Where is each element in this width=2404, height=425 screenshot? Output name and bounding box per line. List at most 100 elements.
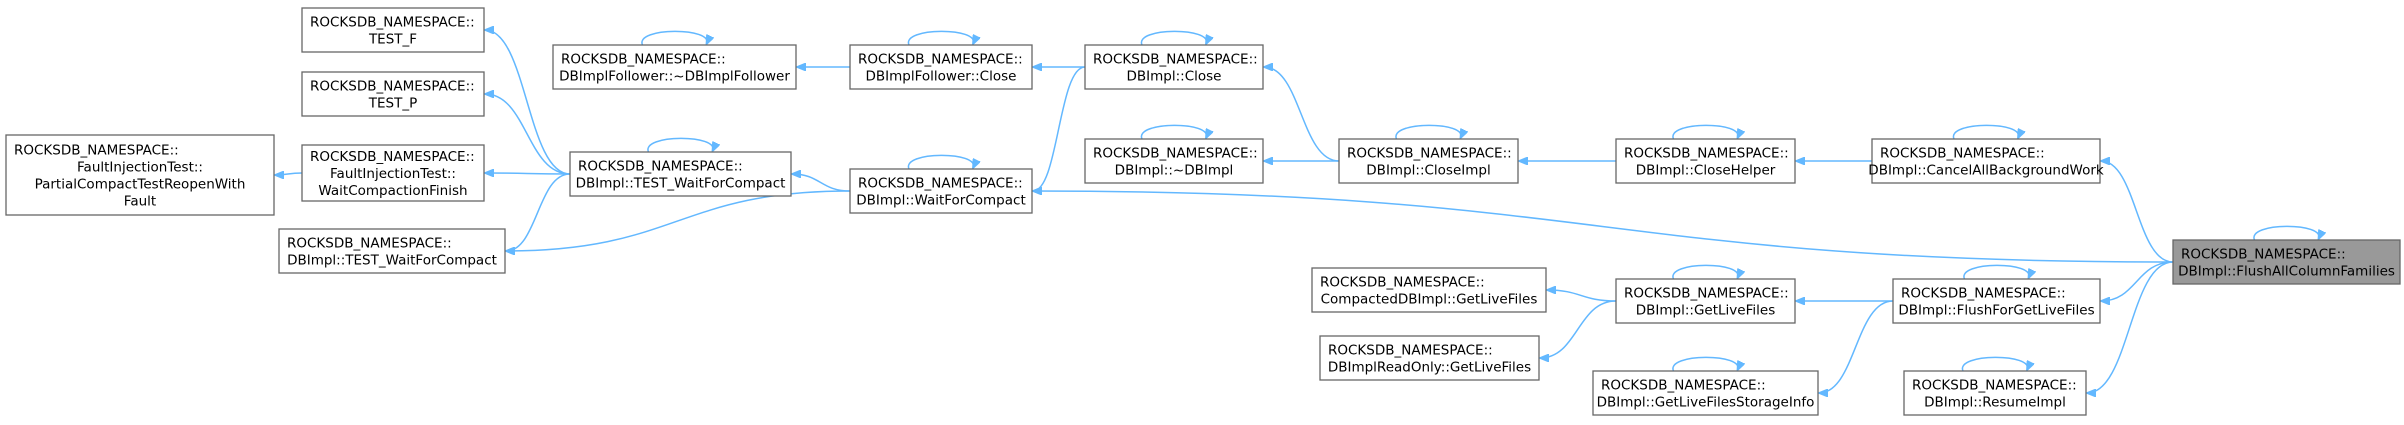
node-close_impl[interactable]: ROCKSDB_NAMESPACE::DBImpl::CloseImpl <box>1338 138 1519 184</box>
node-label-line: DBImpl::CloseImpl <box>1366 163 1490 179</box>
node-flush_all_column_families[interactable]: ROCKSDB_NAMESPACE::DBImpl::FlushAllColum… <box>2172 239 2401 285</box>
node-label-line: ROCKSDB_NAMESPACE:: <box>1912 378 2077 394</box>
node-box <box>1903 370 2087 416</box>
node-label-line: FaultInjectionTest:: <box>77 160 203 176</box>
node-dbimpl_dtor[interactable]: ROCKSDB_NAMESPACE::DBImpl::~DBImpl <box>1084 138 1264 184</box>
edge-wait_for_compact-to-test_wait_for_compact <box>792 174 851 192</box>
node-label-line: DBImpl::~DBImpl <box>1115 163 1234 179</box>
self-loop-get_live_files <box>1672 264 1738 279</box>
self-loop-dbimpl_dtor <box>1141 124 1206 139</box>
node-label-line: DBImpl::CancelAllBackgroundWork <box>1868 163 2104 179</box>
node-dbimpl_close[interactable]: ROCKSDB_NAMESPACE::DBImpl::Close <box>1084 44 1264 90</box>
node-box <box>1311 267 1547 313</box>
edge-wait_compaction_finish-to-partial_compact <box>275 173 303 175</box>
node-resume_impl[interactable]: ROCKSDB_NAMESPACE::DBImpl::ResumeImpl <box>1903 370 2087 416</box>
node-label-line: CompactedDBImpl::GetLiveFiles <box>1321 292 1538 308</box>
node-label-line: ROCKSDB_NAMESPACE:: <box>858 52 1023 68</box>
self-loop-close_helper <box>1672 124 1738 139</box>
node-box <box>1592 370 1819 416</box>
node-box <box>1871 138 2101 184</box>
node-label-line: ROCKSDB_NAMESPACE:: <box>14 143 179 159</box>
node-label-line: ROCKSDB_NAMESPACE:: <box>578 159 743 175</box>
node-close_helper[interactable]: ROCKSDB_NAMESPACE::DBImpl::CloseHelper <box>1615 138 1796 184</box>
node-partial_compact[interactable]: ROCKSDB_NAMESPACE::FaultInjectionTest::P… <box>5 134 275 216</box>
edge-test_wait_for_compact-to-dbimpl_test_wait_for_compact <box>506 173 571 251</box>
node-label-line: ROCKSDB_NAMESPACE:: <box>1328 343 1493 359</box>
node-dbimplfollower_dtor[interactable]: ROCKSDB_NAMESPACE::DBImplFollower::~DBIm… <box>552 44 797 90</box>
node-label-line: ROCKSDB_NAMESPACE:: <box>1624 146 1789 162</box>
self-loop-resume_impl <box>1962 356 2027 371</box>
edge-test_wait_for_compact-to-test_p <box>485 94 571 175</box>
node-wait_compaction_finish[interactable]: ROCKSDB_NAMESPACE::FaultInjectionTest::W… <box>301 144 485 202</box>
self-loop-flush_all_column_families <box>2253 225 2319 240</box>
node-box <box>278 228 506 274</box>
node-label-line: ROCKSDB_NAMESPACE:: <box>561 52 726 68</box>
node-test_p[interactable]: ROCKSDB_NAMESPACE::TEST_P <box>301 71 485 117</box>
self-loop-dbimplfollower_dtor <box>641 30 707 45</box>
node-readonly_get_live_files[interactable]: ROCKSDB_NAMESPACE::DBImplReadOnly::GetLi… <box>1319 335 1540 381</box>
node-label-line: FaultInjectionTest:: <box>330 166 456 182</box>
edge-test_wait_for_compact-to-wait_compaction_finish <box>485 173 571 174</box>
node-box <box>1892 278 2101 324</box>
self-loop-dbimplfollower_close <box>908 30 973 45</box>
node-box <box>1319 335 1540 381</box>
node-label-line: DBImpl::TEST_WaitForCompact <box>287 253 497 269</box>
node-label-line: DBImplFollower::Close <box>866 69 1017 85</box>
edge-flush_all_column_families-to-cancel_all_bg <box>2101 161 2174 263</box>
edge-dbimpl_close-to-wait_for_compact <box>1033 66 1086 191</box>
node-cancel_all_bg[interactable]: ROCKSDB_NAMESPACE::DBImpl::CancelAllBack… <box>1868 138 2104 184</box>
node-box <box>1084 44 1264 90</box>
edge-get_live_files-to-compacted_get_live_files <box>1547 290 1617 302</box>
node-flush_for_get_live_files[interactable]: ROCKSDB_NAMESPACE::DBImpl::FlushForGetLi… <box>1892 278 2101 324</box>
edge-test_wait_for_compact-to-test_f <box>485 30 571 175</box>
node-label-line: ROCKSDB_NAMESPACE:: <box>1093 146 1258 162</box>
edge-wait_for_compact-to-dbimpl_test_wait_for_compact <box>506 190 851 251</box>
node-compacted_get_live_files[interactable]: ROCKSDB_NAMESPACE::CompactedDBImpl::GetL… <box>1311 267 1547 313</box>
edge-flush_for_get_live_files-to-get_live_files_storage_info <box>1819 300 1894 393</box>
node-label-line: DBImpl::GetLiveFiles <box>1636 303 1775 319</box>
node-get_live_files_storage_info[interactable]: ROCKSDB_NAMESPACE::DBImpl::GetLiveFilesS… <box>1592 370 1819 416</box>
node-dbimplfollower_close[interactable]: ROCKSDB_NAMESPACE::DBImplFollower::Close <box>849 44 1033 90</box>
node-box <box>569 151 792 197</box>
node-label-line: ROCKSDB_NAMESPACE:: <box>1093 52 1258 68</box>
node-label-line: ROCKSDB_NAMESPACE:: <box>310 79 475 95</box>
node-box <box>301 7 485 53</box>
edge-flush_all_column_families-to-resume_impl <box>2087 261 2174 393</box>
node-box <box>1338 138 1519 184</box>
node-box <box>2172 239 2401 285</box>
node-box <box>849 44 1033 90</box>
node-label-line: ROCKSDB_NAMESPACE:: <box>287 236 452 252</box>
node-label-line: DBImpl::CloseHelper <box>1636 163 1776 179</box>
node-label-line: ROCKSDB_NAMESPACE:: <box>1347 146 1512 162</box>
node-label-line: DBImplFollower::~DBImplFollower <box>559 69 790 85</box>
node-box <box>849 168 1033 214</box>
node-label-line: ROCKSDB_NAMESPACE:: <box>310 149 475 165</box>
edge-flush_all_column_families-to-wait_for_compact <box>1033 191 2174 263</box>
self-loop-get_live_files_storage_info <box>1672 356 1738 371</box>
node-label-line: ROCKSDB_NAMESPACE:: <box>1880 146 2045 162</box>
edge-flush_all_column_families-to-flush_for_get_live_files <box>2101 261 2174 301</box>
node-label-line: TEST_P <box>368 96 417 112</box>
self-loop-dbimpl_close <box>1141 30 1206 45</box>
node-wait_for_compact[interactable]: ROCKSDB_NAMESPACE::DBImpl::WaitForCompac… <box>849 168 1033 214</box>
node-get_live_files[interactable]: ROCKSDB_NAMESPACE::DBImpl::GetLiveFiles <box>1615 278 1796 324</box>
node-label-line: DBImpl::WaitForCompact <box>856 193 1026 209</box>
node-label-line: PartialCompactTestReopenWith <box>35 177 246 193</box>
node-box <box>552 44 797 90</box>
node-dbimpl_test_wait_for_compact[interactable]: ROCKSDB_NAMESPACE::DBImpl::TEST_WaitForC… <box>278 228 506 274</box>
self-loop-cancel_all_bg <box>1953 124 2018 139</box>
node-test_wait_for_compact[interactable]: ROCKSDB_NAMESPACE::DBImpl::TEST_WaitForC… <box>569 151 792 197</box>
node-label-line: DBImpl::GetLiveFilesStorageInfo <box>1597 395 1815 411</box>
node-label-line: ROCKSDB_NAMESPACE:: <box>1320 275 1485 291</box>
nodes-layer: ROCKSDB_NAMESPACE::TEST_FROCKSDB_NAMESPA… <box>5 7 2401 416</box>
node-label-line: ROCKSDB_NAMESPACE:: <box>1901 286 2066 302</box>
node-test_f[interactable]: ROCKSDB_NAMESPACE::TEST_F <box>301 7 485 53</box>
node-label-line: ROCKSDB_NAMESPACE:: <box>1601 378 1766 394</box>
node-label-line: TEST_F <box>368 32 417 48</box>
self-loop-flush_for_get_live_files <box>1963 264 2029 279</box>
self-loop-close_impl <box>1395 124 1461 139</box>
node-label-line: ROCKSDB_NAMESPACE:: <box>858 176 1023 192</box>
node-box <box>1615 138 1796 184</box>
